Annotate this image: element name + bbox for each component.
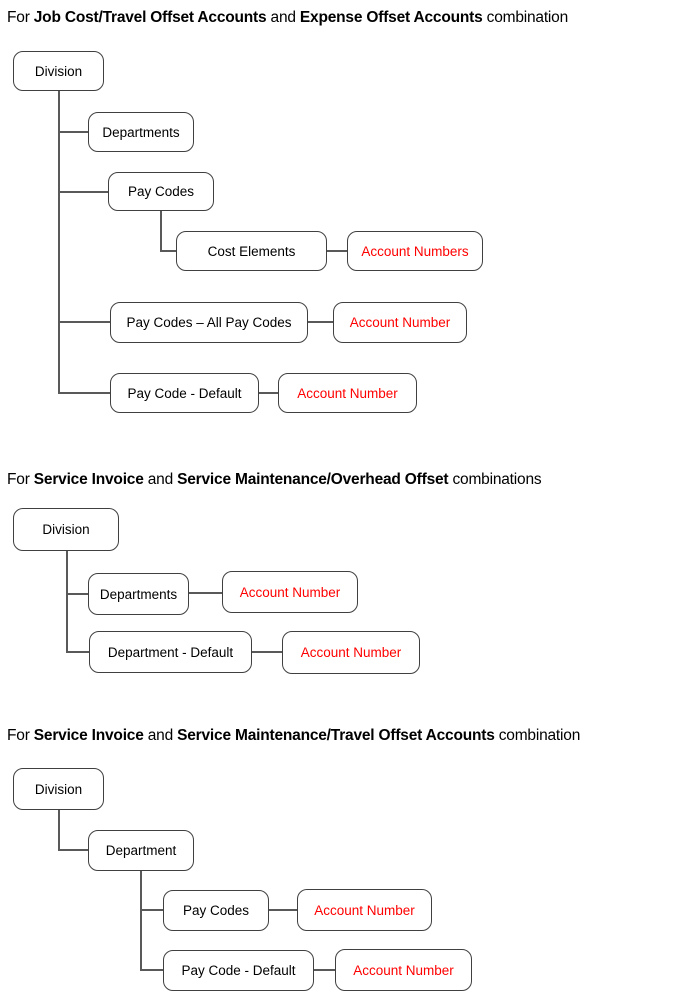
node-pay-code-default: Pay Code - Default [110, 373, 259, 413]
node-account-number: Account Number [222, 571, 358, 613]
heading-text: For [7, 471, 34, 488]
connector-line [58, 809, 60, 850]
connector-line [313, 969, 336, 971]
node-account-number: Account Number [335, 949, 472, 991]
connector-line [326, 250, 348, 252]
node-cost-elements: Cost Elements [176, 231, 327, 271]
connector-line [251, 651, 282, 653]
connector-line [160, 211, 162, 252]
connector-line [58, 321, 111, 323]
node-pay-code-default: Pay Code - Default [163, 950, 314, 991]
node-departments: Departments [88, 573, 189, 615]
node-division: Division [13, 51, 104, 91]
section-2-heading: For Service Invoice and Service Maintena… [7, 471, 542, 489]
node-departments: Departments [88, 112, 194, 152]
node-account-number: Account Number [278, 373, 417, 413]
heading-text: For [7, 727, 34, 744]
node-account-numbers: Account Numbers [347, 231, 483, 271]
node-pay-codes: Pay Codes [163, 890, 269, 931]
connector-line [58, 131, 89, 133]
node-account-number: Account Number [333, 302, 467, 343]
node-division: Division [13, 508, 119, 551]
heading-text: For [7, 9, 34, 26]
connector-line [66, 593, 89, 595]
heading-bold: Job Cost/Travel Offset Accounts [33, 9, 267, 26]
node-department-default: Department - Default [89, 631, 252, 673]
node-account-number: Account Number [282, 631, 420, 674]
connector-line [140, 969, 164, 971]
heading-bold: Expense Offset Accounts [299, 9, 483, 26]
connector-line [58, 849, 89, 851]
node-pay-codes: Pay Codes [108, 172, 214, 211]
connector-line [140, 870, 142, 970]
node-division: Division [13, 768, 104, 810]
heading-text: and [143, 727, 178, 744]
heading-bold: Service Maintenance/Travel Offset Accoun… [177, 727, 495, 744]
connector-line [140, 909, 164, 911]
heading-text: combination [494, 727, 581, 744]
connector-line [58, 191, 109, 193]
heading-text: and [143, 471, 178, 488]
node-pay-codes-all: Pay Codes – All Pay Codes [110, 302, 308, 343]
heading-text: combination [482, 9, 569, 26]
connector-line [188, 592, 222, 594]
heading-bold: Service Invoice [33, 727, 144, 744]
connector-line [307, 321, 334, 323]
connector-line [58, 90, 60, 393]
heading-text: and [266, 9, 300, 26]
connector-line [268, 909, 298, 911]
heading-bold: Service Maintenance/Overhead Offset [177, 471, 449, 488]
section-3-heading: For Service Invoice and Service Maintena… [7, 727, 580, 745]
heading-text: combinations [448, 471, 542, 488]
heading-bold: Service Invoice [33, 471, 144, 488]
connector-line [58, 392, 111, 394]
connector-line [66, 651, 90, 653]
node-department: Department [88, 830, 194, 871]
connector-line [160, 250, 177, 252]
section-1-heading: For Job Cost/Travel Offset Accounts and … [7, 9, 568, 27]
node-account-number: Account Number [297, 889, 432, 931]
connector-line [66, 550, 68, 652]
connector-line [258, 392, 279, 394]
